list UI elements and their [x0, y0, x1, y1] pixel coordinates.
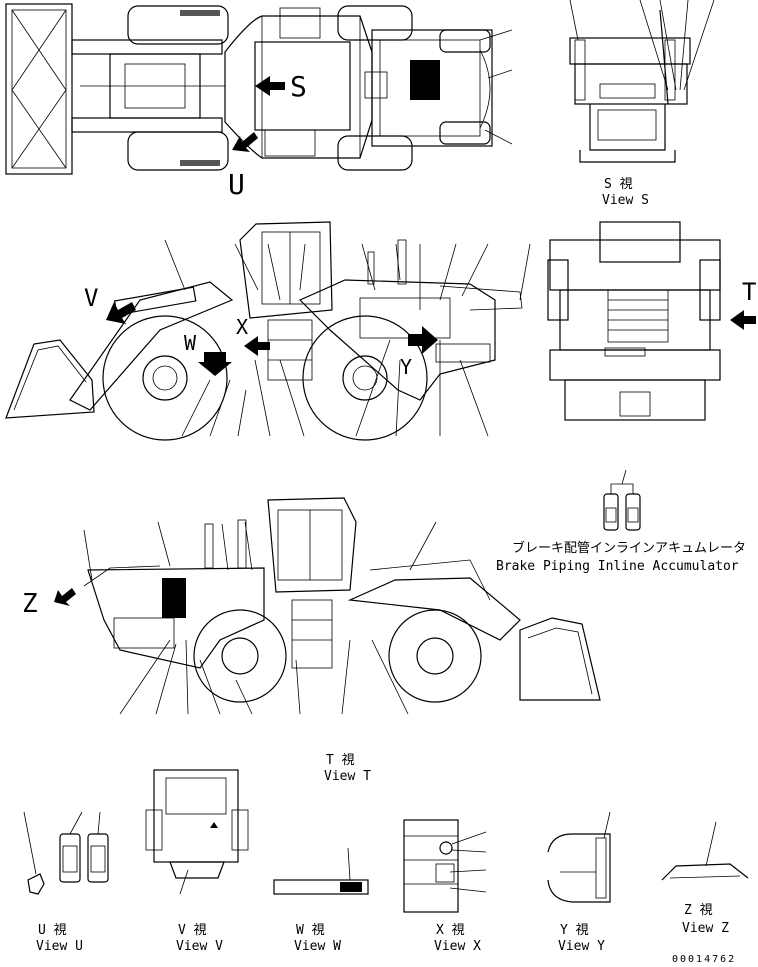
view-x-title-en: View X: [434, 939, 481, 954]
left-side-view-drawing: [5, 221, 531, 441]
marker-y: Y: [400, 355, 412, 379]
marker-s: S: [290, 70, 307, 103]
top-view-drawing: [5, 3, 513, 175]
view-u-drawing: [23, 811, 109, 895]
view-z-drawing: [661, 821, 749, 881]
view-u-title-jp: U 視: [38, 923, 67, 938]
marker-z: Z: [22, 589, 38, 619]
right-side-view-drawing: [54, 497, 601, 715]
view-t-title-en: View T: [324, 769, 371, 784]
view-x-drawing: [403, 819, 487, 913]
view-v-drawing: [145, 769, 249, 895]
marker-w: W: [184, 331, 197, 355]
view-x-title-jp: X 視: [436, 923, 465, 938]
view-w-title-jp: W 視: [296, 923, 325, 938]
view-y-title-jp: Y 視: [560, 923, 589, 938]
view-y-title-en: View Y: [558, 939, 605, 954]
view-z-title-jp: Z 視: [684, 903, 713, 918]
accumulator-drawing: [603, 469, 641, 531]
accumulator-label-en: Brake Piping Inline Accumulator: [496, 559, 739, 574]
view-s-title-en: View S: [602, 193, 649, 208]
view-t-title-jp: T 視: [326, 753, 355, 768]
view-t-drawing: [547, 221, 756, 421]
view-v-title-en: View V: [176, 939, 223, 954]
view-w-drawing: [273, 847, 369, 895]
marker-u: U: [228, 168, 245, 201]
view-w-title-en: View W: [294, 939, 341, 954]
view-s-title-jp: S 視: [604, 177, 633, 192]
view-y-drawing: [547, 811, 611, 903]
marker-x: X: [236, 315, 248, 339]
view-z-title-en: View Z: [682, 921, 729, 936]
marker-t: T: [742, 278, 756, 306]
view-u-title-en: View U: [36, 939, 83, 954]
view-s-drawing: [569, 0, 715, 163]
accumulator-label-jp: ブレーキ配管インラインアキュムレータ: [512, 540, 746, 556]
document-number: 00014762: [672, 954, 736, 965]
marker-v: V: [84, 284, 98, 312]
view-v-title-jp: V 視: [178, 923, 207, 938]
